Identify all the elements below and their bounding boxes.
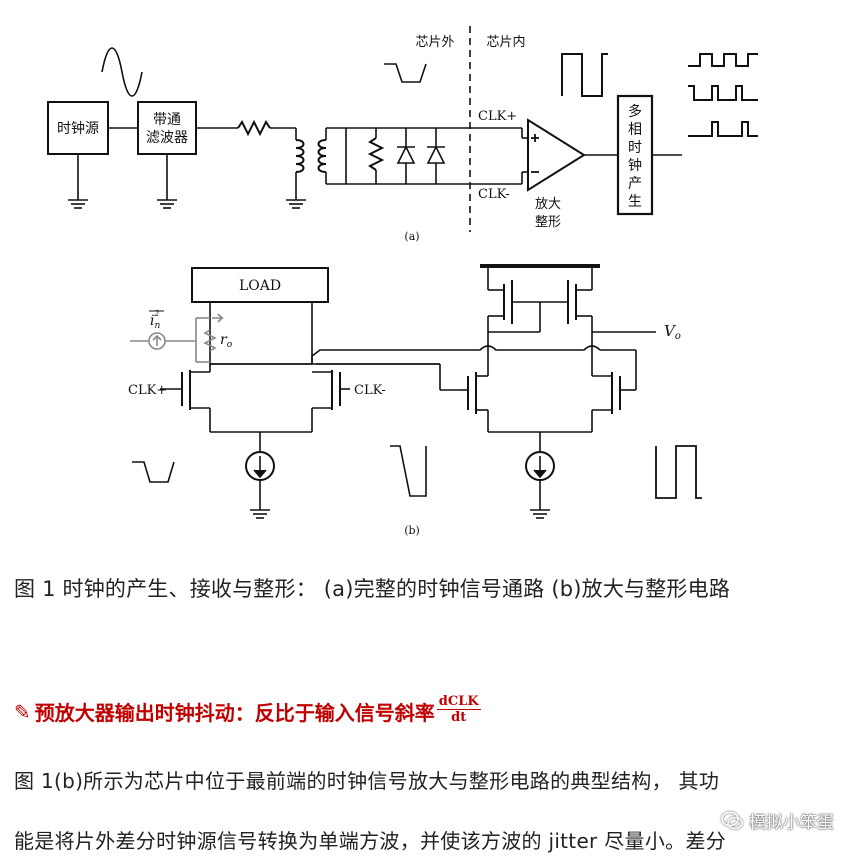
multiphase-label: 多 相 时 钟 产 生 [628,103,642,210]
clk-plus-label-a: CLK+ [478,109,517,124]
sublabel-a: (a) [404,230,419,243]
slope-fraction: dCLK dt [436,694,481,725]
watermark: 模拟小笨蛋 [721,808,834,833]
amplifier-triangle [527,118,586,192]
load-label: LOAD [239,278,281,294]
clk-minus-label-a: CLK- [478,187,510,202]
sublabel-b: (b) [404,524,420,537]
svg-text:钟: 钟 [628,157,642,174]
amp-label-2: 整形 [535,215,561,230]
svg-text:生: 生 [628,194,642,210]
paragraph-line-2: 能是将片外差分时钟源信号转换为单端方波，并使该方波的 jitter 尽量小。差分 [14,829,727,853]
svg-text:产: 产 [628,176,642,192]
fraction-denominator: dt [451,710,467,725]
clock-source-label: 时钟源 [57,120,99,137]
transformer-primary [295,139,305,173]
clk-minus-label-b: CLK- [354,383,386,398]
transformer-secondary [317,139,327,173]
circuit-figure: 时钟源 带通 滤波器 芯片外 芯片内 CLK+ CLK- 放大 整形 多 相 时… [47,26,758,537]
noise-symbol: in2 [150,309,160,331]
pencil-icon: ✎ [14,699,31,724]
svg-text:相: 相 [628,122,642,138]
bandpass-label-2: 滤波器 [146,130,188,146]
fraction-numerator: dCLK [436,694,481,710]
sine-wave-icon [101,47,143,97]
bandpass-filter-block [137,101,197,155]
load-block [191,267,329,303]
svg-text:多: 多 [628,103,642,120]
ro-label: ro [220,332,233,350]
series-resistor [237,119,271,137]
svg-text:时: 时 [628,140,642,156]
section-heading: ✎ 预放大器输出时钟抖动：反比于输入信号斜率 dCLK dt [14,694,481,727]
clk-plus-label-b: CLK+ [128,383,167,398]
vo-label: Vo [664,322,681,342]
watermark-text: 模拟小笨蛋 [749,813,834,833]
wechat-icon [721,811,743,829]
paragraph-line-1: 图 1(b)所示为芯片中位于最前端的时钟信号放大与整形电路的典型结构， 其功 [14,769,720,793]
on-chip-label: 芯片内 [486,34,525,50]
figure-caption: 图 1 时钟的产生、接收与整形： (a)完整的时钟信号通路 (b)放大与整形电路 [14,577,731,601]
bandpass-label-1: 带通 [153,112,181,128]
amp-label-1: 放大 [535,197,561,212]
heading-text: 预放大器输出时钟抖动：反比于输入信号斜率 [34,701,435,725]
off-chip-label: 芯片外 [415,35,454,50]
